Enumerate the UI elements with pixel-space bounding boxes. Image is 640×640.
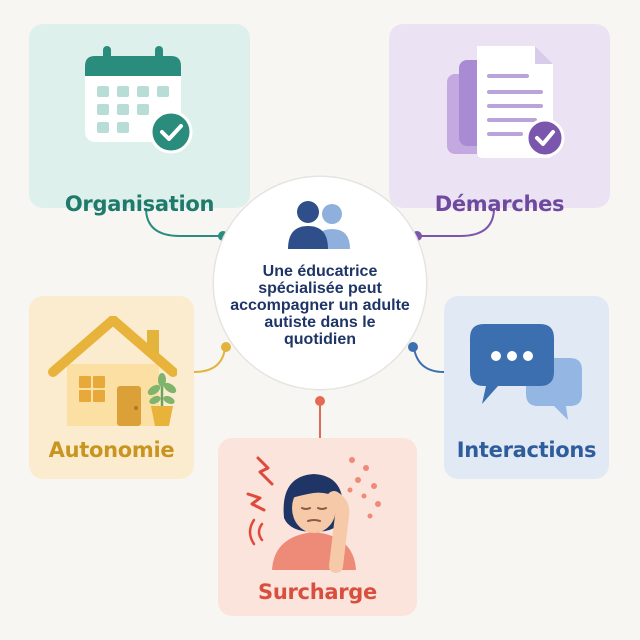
- node-label: Autonomie: [48, 438, 175, 462]
- connector-autonomie: [193, 347, 226, 373]
- speech-bubbles-icon: [470, 324, 582, 420]
- node-autonomie: Autonomie: [29, 296, 194, 479]
- node-label: Organisation: [64, 192, 215, 216]
- house-plant-icon: [48, 316, 177, 426]
- node-interactions: Interactions: [444, 296, 609, 479]
- connector-demarches: [418, 207, 495, 237]
- connector-interactions: [413, 347, 445, 373]
- connector-organisation: [145, 207, 222, 237]
- connector-dot-interactions: [408, 342, 418, 352]
- connector-dot-autonomie: [221, 342, 231, 352]
- node-label: Démarches: [434, 192, 565, 216]
- node-label: Surcharge: [258, 580, 377, 604]
- node-label: Interactions: [456, 438, 597, 462]
- node-demarches: Démarches: [389, 24, 610, 216]
- connector-dot-surcharge: [315, 396, 325, 406]
- node-organisation: Organisation: [29, 24, 250, 216]
- people-icon: [288, 201, 350, 249]
- center-node: Une éducatrice spécialisée peut accompag…: [214, 177, 426, 389]
- center-text: Une éducatrice spécialisée peut accompag…: [230, 263, 410, 348]
- overwhelmed-person-icon: [246, 456, 381, 573]
- node-surcharge: Surcharge: [218, 438, 417, 616]
- documents-check-icon: [447, 46, 565, 158]
- calendar-check-icon: [85, 46, 193, 154]
